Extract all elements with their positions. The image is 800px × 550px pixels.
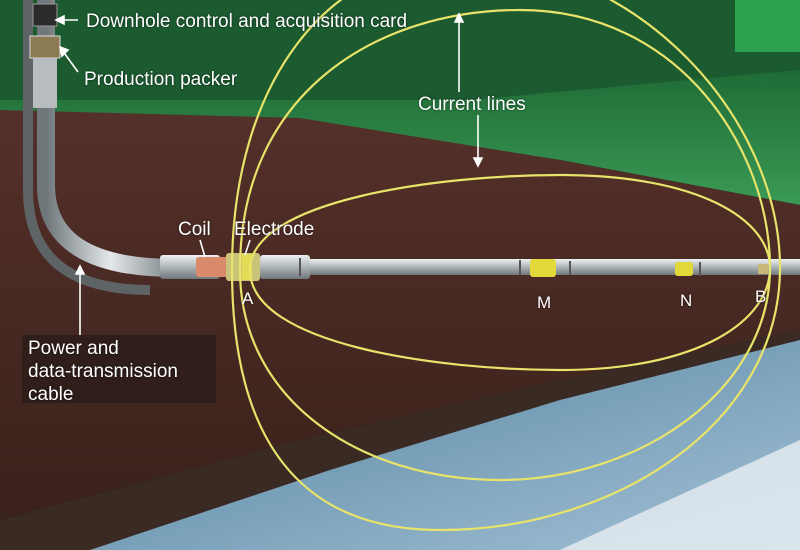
white-bottom: [560, 440, 800, 550]
electrode-m: [530, 259, 556, 277]
electrode-n: [675, 262, 693, 276]
arrowhead-current-down: [472, 157, 484, 168]
arrowhead-cable: [74, 264, 86, 275]
cable-label-backdrop: [22, 335, 216, 403]
acquisition-card-body: [32, 3, 58, 27]
coil-section: [196, 257, 230, 277]
water-layer: [90, 340, 800, 550]
arrowhead-current-top: [453, 12, 465, 23]
green-surface-layer: [0, 70, 800, 205]
current-line-middle: [238, 8, 772, 482]
label-current-lines: Current lines: [418, 94, 526, 115]
horizontal-pipe: [160, 259, 800, 275]
label-coil: Coil: [178, 219, 211, 240]
label-electrode-n: N: [680, 291, 693, 310]
electrode-a-band: [242, 254, 252, 280]
arrow-coil: [199, 239, 206, 258]
formation-layer: [0, 110, 800, 520]
arrowhead-acquisition: [54, 14, 65, 26]
packer-body: [29, 35, 61, 59]
label-electrode-m: M: [537, 293, 552, 312]
current-lines: [230, 0, 782, 532]
label-cable-line2: data-transmission: [28, 361, 178, 382]
sky-highlight: [735, 0, 800, 52]
label-production-packer: Production packer: [84, 69, 238, 90]
label-electrode: Electrode: [234, 219, 315, 240]
current-line-outer: [230, 0, 782, 532]
arrow-electrode: [244, 239, 251, 256]
label-electrode-a: A: [242, 289, 254, 308]
pointer-arrows: [54, 12, 484, 335]
arrowhead-packer: [58, 45, 70, 58]
packer-lower: [33, 58, 57, 108]
pipe-segment-mid: [260, 255, 310, 279]
label-electrode-b: B: [755, 287, 767, 306]
label-cable-line3: cable: [28, 384, 74, 405]
outer-casing: [23, 0, 151, 295]
vertical-pipe: [37, 0, 176, 277]
label-cable-line1: Power and: [28, 338, 119, 359]
electrode-b: [758, 264, 768, 274]
label-acquisition-card: Downhole control and acquisition card: [86, 11, 408, 32]
